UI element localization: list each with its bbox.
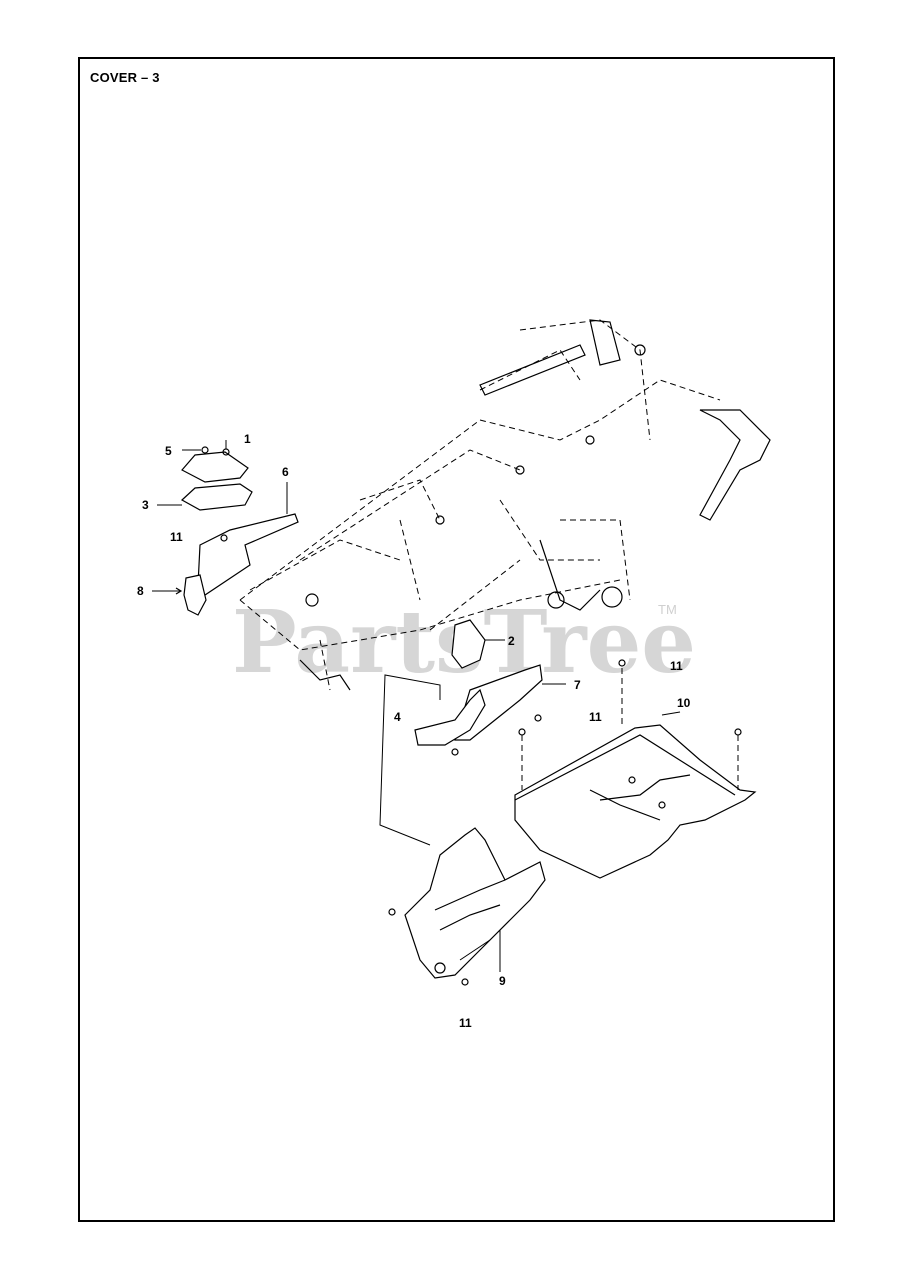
callout-4: 4 [394, 710, 401, 724]
callout-10: 10 [677, 696, 691, 710]
part-2-bracket [451, 619, 486, 669]
callout-11-bottom: 11 [459, 1016, 472, 1030]
page-title: COVER – 3 [90, 70, 160, 85]
callout-11-right: 11 [670, 659, 683, 673]
part-4-deflector [414, 688, 486, 746]
watermark-trademark: TM [658, 602, 677, 617]
part-3-bracket [180, 483, 253, 511]
callout-9: 9 [499, 974, 506, 988]
part-7-pan [454, 664, 543, 741]
callout-7: 7 [574, 678, 581, 692]
part-8-guard [183, 574, 207, 616]
part-1-cover [181, 451, 249, 483]
diagram-frame [78, 57, 835, 1222]
callout-6: 6 [282, 465, 289, 479]
callout-11-center: 11 [589, 710, 602, 724]
callout-5: 5 [165, 444, 172, 458]
part-6-side-cover [197, 513, 299, 596]
callout-11-left: 11 [170, 530, 183, 544]
callout-2: 2 [508, 634, 515, 648]
tractor-frame [239, 319, 771, 691]
callout-3: 3 [142, 498, 149, 512]
part-10-floor-pan [514, 724, 757, 879]
part-5-screw [201, 446, 209, 454]
part-9-lower-shield [404, 827, 546, 979]
callout-8: 8 [137, 584, 144, 598]
callout-1: 1 [244, 432, 251, 446]
